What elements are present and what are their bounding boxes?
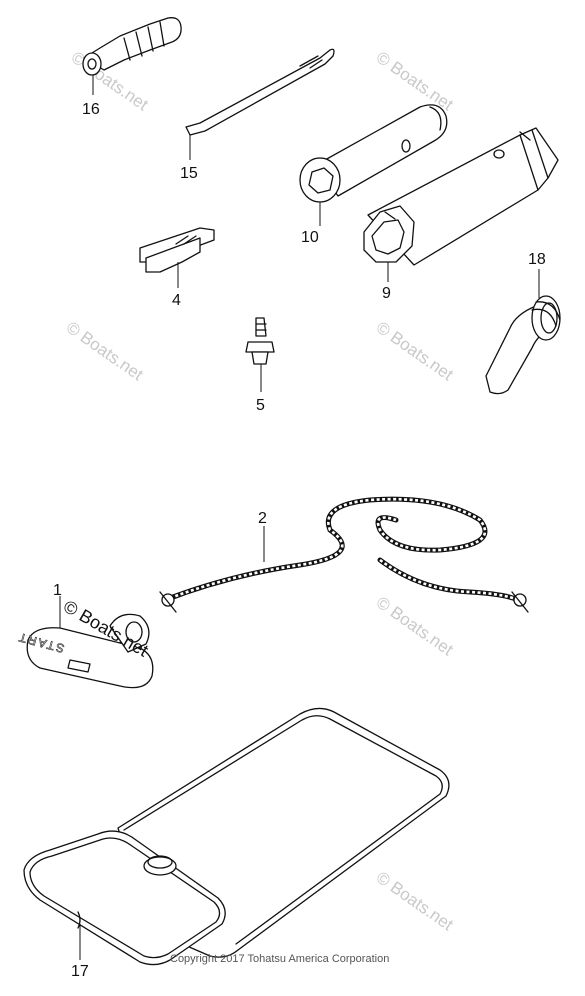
callout-10: 10: [301, 229, 319, 246]
part-10-box-wrench-small: [299, 104, 448, 226]
part-2-lanyard-cord: [159, 496, 529, 613]
callout-2: 2: [258, 510, 267, 527]
part-17-tool-bag: [23, 707, 450, 966]
copyright-text: Copyright 2017 Tohatsu America Corporati…: [170, 953, 389, 965]
callout-18: 18: [528, 251, 546, 268]
watermark: © Boats.net: [373, 318, 457, 385]
callout-16: 16: [82, 101, 100, 118]
part-18-elbow-fitting: [485, 269, 561, 395]
part-5-hose-fitting: [245, 317, 275, 392]
callout-5: 5: [256, 397, 265, 414]
callout-15: 15: [180, 165, 198, 182]
part-16-screwdriver-handle: [82, 17, 182, 95]
watermark: © Boats.net: [63, 318, 147, 385]
watermark: © Boats.net: [373, 48, 457, 115]
part-9-box-wrench-large: [363, 127, 559, 282]
callout-9: 9: [382, 285, 391, 302]
callout-1: 1: [53, 582, 62, 599]
callout-4: 4: [172, 292, 181, 309]
watermark: © Boats.net: [373, 593, 457, 660]
part-15-screwdriver-bar: [185, 48, 335, 160]
part-1-stop-key: START: [15, 596, 154, 689]
callout-17: 17: [71, 963, 89, 980]
callouts: 16 15 10 9 4 18 5 2 1 17: [53, 101, 546, 980]
part-4-clip: [139, 227, 215, 288]
watermark: © Boats.net: [373, 868, 457, 935]
